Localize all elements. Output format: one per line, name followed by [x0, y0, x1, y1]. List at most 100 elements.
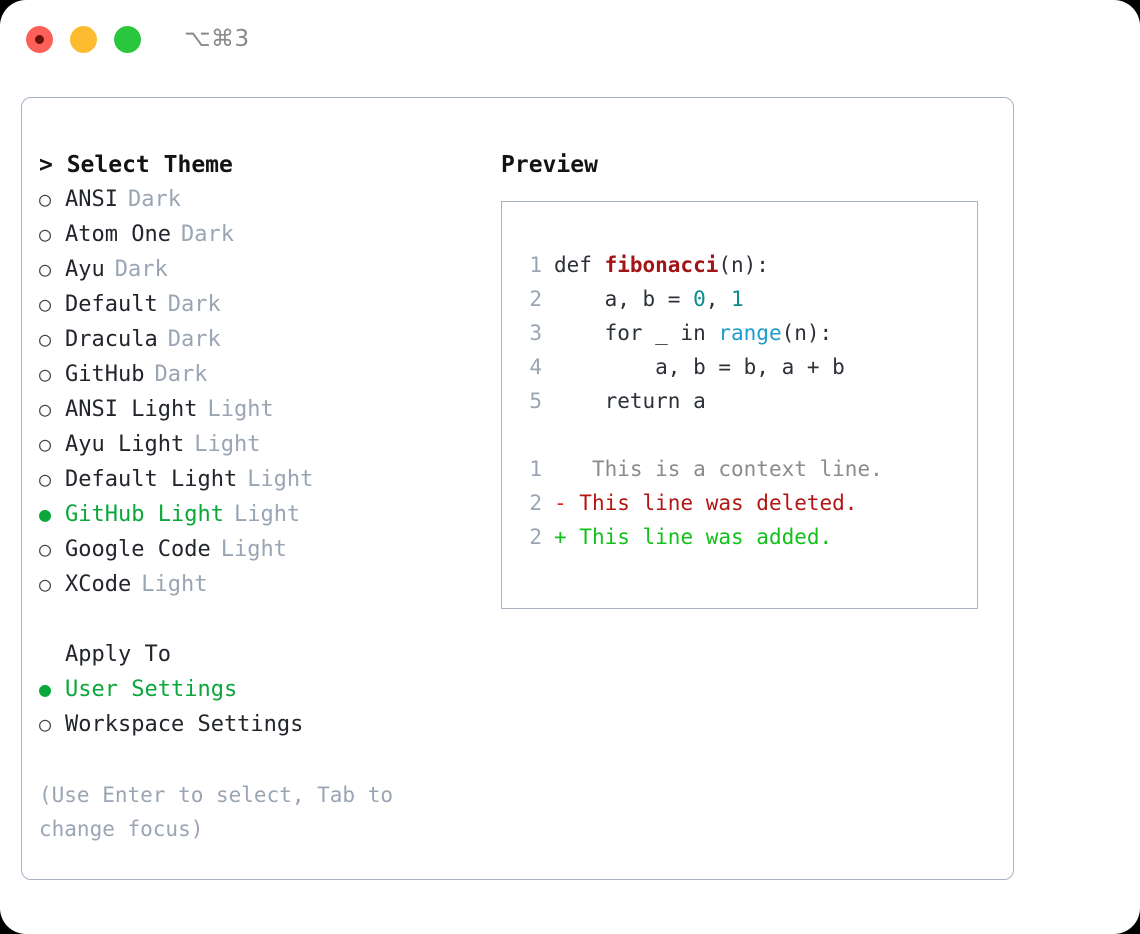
code-content: return a [554, 384, 706, 418]
theme-option-label: GitHub Light [65, 502, 224, 527]
code-token-num: 1 [731, 287, 744, 311]
theme-option-label: ANSI [65, 187, 118, 212]
theme-option[interactable]: ○ XCode Light [39, 567, 501, 602]
theme-option-label: XCode [65, 572, 132, 597]
code-token-call: range [718, 321, 782, 345]
code-content: a, b = 0, 1 [554, 282, 744, 316]
diff-text: This line was added. [566, 525, 833, 549]
code-token-plain: , [705, 287, 732, 311]
diff-sample: 1 This is a context line. 2 - This line wa… [516, 452, 977, 554]
theme-option-label: ANSI Light [65, 397, 198, 422]
radio-icon: ○ [39, 222, 52, 246]
code-token-plain: (n): [718, 253, 769, 277]
diff-content: This is a context line. [554, 452, 883, 486]
theme-option-label: Atom One [65, 222, 171, 247]
theme-option[interactable]: ○ Atom One Dark [39, 217, 501, 252]
radio-icon: ○ [39, 362, 52, 386]
theme-option[interactable]: ● GitHub Light Light [39, 497, 501, 532]
line-number: 2 [529, 491, 542, 515]
code-token-fn: fibonacci [604, 253, 719, 277]
diff-content: - This line was deleted. [554, 486, 857, 520]
code-diff-separator [516, 418, 977, 452]
theme-option[interactable]: ○ GitHub Dark [39, 357, 501, 392]
theme-option-tag: Light [141, 572, 208, 597]
code-content: def fibonacci(n): [554, 248, 769, 282]
minimize-button[interactable] [70, 25, 97, 53]
theme-option-label: GitHub [65, 362, 145, 387]
theme-option-tag: Dark [167, 292, 221, 317]
theme-option-tag: Light [194, 432, 261, 457]
apply-to-option[interactable]: ●User Settings [39, 672, 501, 707]
code-token-plain: (n): [781, 321, 833, 345]
diff-text: This is a context line. [566, 457, 883, 481]
theme-option-tag: Light [247, 467, 314, 492]
theme-option[interactable]: ○ Ayu Dark [39, 252, 501, 287]
code-line: 2 a, b = 0, 1 [516, 282, 977, 316]
line-number: 3 [529, 321, 542, 345]
diff-marker: + [554, 525, 567, 549]
apply-to-option-label: Workspace Settings [65, 712, 304, 737]
theme-option-label: Ayu [65, 257, 105, 282]
theme-option[interactable]: ○ Default Light Light [39, 462, 501, 497]
radio-icon: ○ [39, 572, 52, 596]
theme-option-tag: Light [233, 502, 301, 527]
close-button[interactable] [26, 25, 53, 53]
diff-line: 2 - This line was deleted. [516, 486, 977, 520]
code-token-plain: return a [554, 389, 706, 413]
radio-selected-icon: ● [39, 502, 52, 526]
apply-to-title: Apply To [65, 642, 171, 667]
theme-option[interactable]: ○ ANSI Dark [39, 182, 501, 217]
radio-icon: ○ [39, 537, 52, 561]
theme-option-tag: Dark [114, 257, 168, 282]
code-content: for _ in range(n): [554, 316, 833, 350]
radio-icon: ○ [39, 292, 52, 316]
line-number: 1 [529, 253, 542, 277]
line-number: 5 [529, 389, 542, 413]
theme-option-tag: Dark [127, 187, 181, 212]
theme-option-tag: Dark [154, 362, 208, 387]
diff-line: 2 + This line was added. [516, 520, 977, 554]
code-line: 3 for _ in range(n): [516, 316, 977, 350]
code-token-plain: for _ in [554, 321, 719, 345]
theme-option[interactable]: ○ ANSI Light Light [39, 392, 501, 427]
line-number: 2 [529, 525, 542, 549]
code-content: a, b = b, a + b [554, 350, 845, 384]
title-bar: ⌥⌘3 [0, 0, 1140, 78]
radio-icon: ○ [39, 397, 52, 421]
window-controls [26, 25, 141, 53]
code-token-plain: a, b = b, a + b [554, 355, 845, 379]
radio-icon: ○ [39, 257, 52, 281]
code-line: 1 def fibonacci(n): [516, 248, 977, 282]
radio-icon: ○ [39, 432, 52, 456]
apply-to-list[interactable]: ●User Settings○Workspace Settings [39, 672, 501, 742]
theme-option-label: Default Light [65, 467, 238, 492]
apply-to-option[interactable]: ○Workspace Settings [39, 707, 501, 742]
keyboard-hint: (Use Enter to select, Tab to change focu… [39, 783, 394, 841]
theme-option-tag: Dark [180, 222, 234, 247]
apply-to-group: Apply To ●User Settings○Workspace Settin… [39, 638, 501, 742]
preview-heading: Preview [501, 152, 598, 178]
radio-icon: ○ [39, 467, 52, 491]
code-line: 4 a, b = b, a + b [516, 350, 977, 384]
code-token-plain: a, b = [554, 287, 694, 311]
line-number: 1 [529, 457, 542, 481]
theme-option-tag: Light [207, 397, 274, 422]
radio-icon: ○ [39, 327, 52, 351]
line-number: 2 [529, 287, 542, 311]
theme-option-tag: Dark [167, 327, 221, 352]
maximize-button[interactable] [114, 25, 141, 53]
apply-to-option-label: User Settings [65, 677, 238, 702]
theme-option-tag: Light [220, 537, 287, 562]
radio-icon: ○ [39, 187, 52, 211]
